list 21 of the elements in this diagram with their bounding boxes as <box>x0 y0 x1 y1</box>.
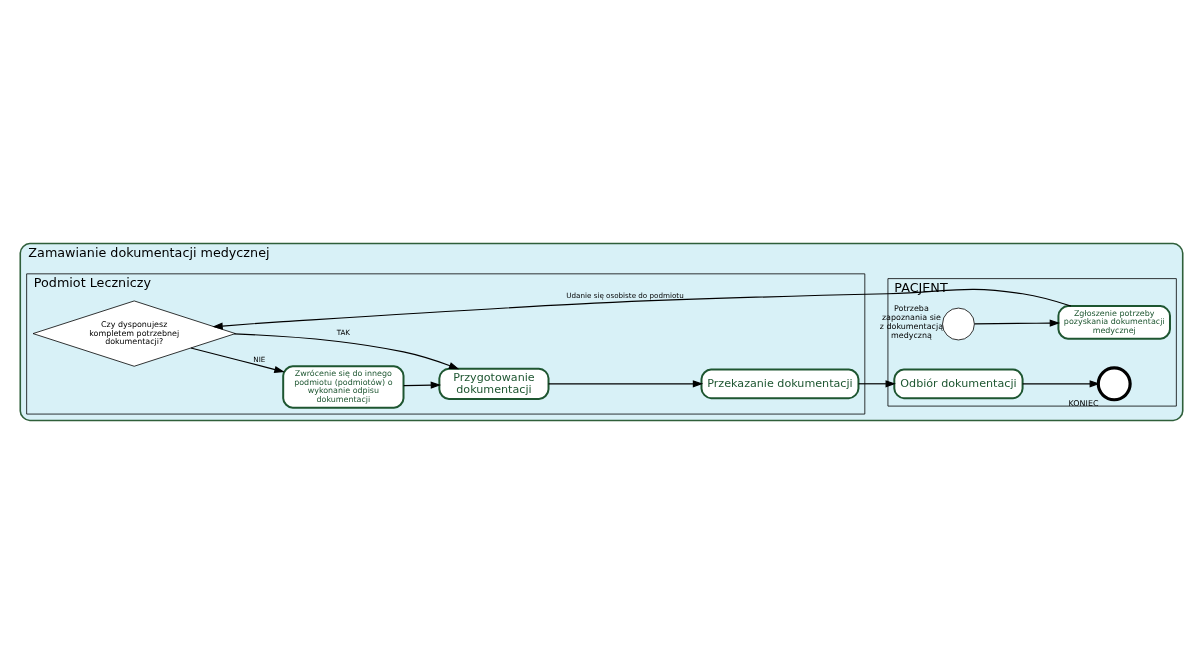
node-circle <box>942 307 975 340</box>
arrow <box>858 379 896 387</box>
arrow <box>403 381 442 389</box>
node-box: Przygotowanie dokumentacji <box>438 367 550 400</box>
arrow <box>233 332 460 369</box>
edge-label: NIE <box>253 354 266 364</box>
node-label: Potrzeba zapoznania sie z dokumentacją medyczną <box>879 303 944 340</box>
node-box: Zwrócenie się do innego podmiotu (podmiotów) o wykonanie odpisu dokumentacji <box>282 364 405 409</box>
arrow <box>212 288 1072 330</box>
node-circle <box>1096 365 1132 401</box>
arrow <box>190 346 285 373</box>
node-box: Przekazanie dokumentacji <box>700 367 860 399</box>
node-label: KONIEC <box>1068 398 1099 408</box>
node-box: Zgłoszenie potrzeby pozyskania dokumentacji medycznej <box>1057 304 1171 340</box>
arrow <box>974 318 1061 327</box>
node-box: Odbiór dokumentacji <box>893 367 1024 399</box>
edge-label: TAK <box>336 327 351 337</box>
arrow <box>1022 379 1100 387</box>
arrow <box>547 379 704 387</box>
node-diamond: Czy dysponujesz kompletem potrzebnej dokumentacji? <box>32 300 236 367</box>
edge-label: Udanie się osobiste do podmiotu <box>566 290 684 300</box>
